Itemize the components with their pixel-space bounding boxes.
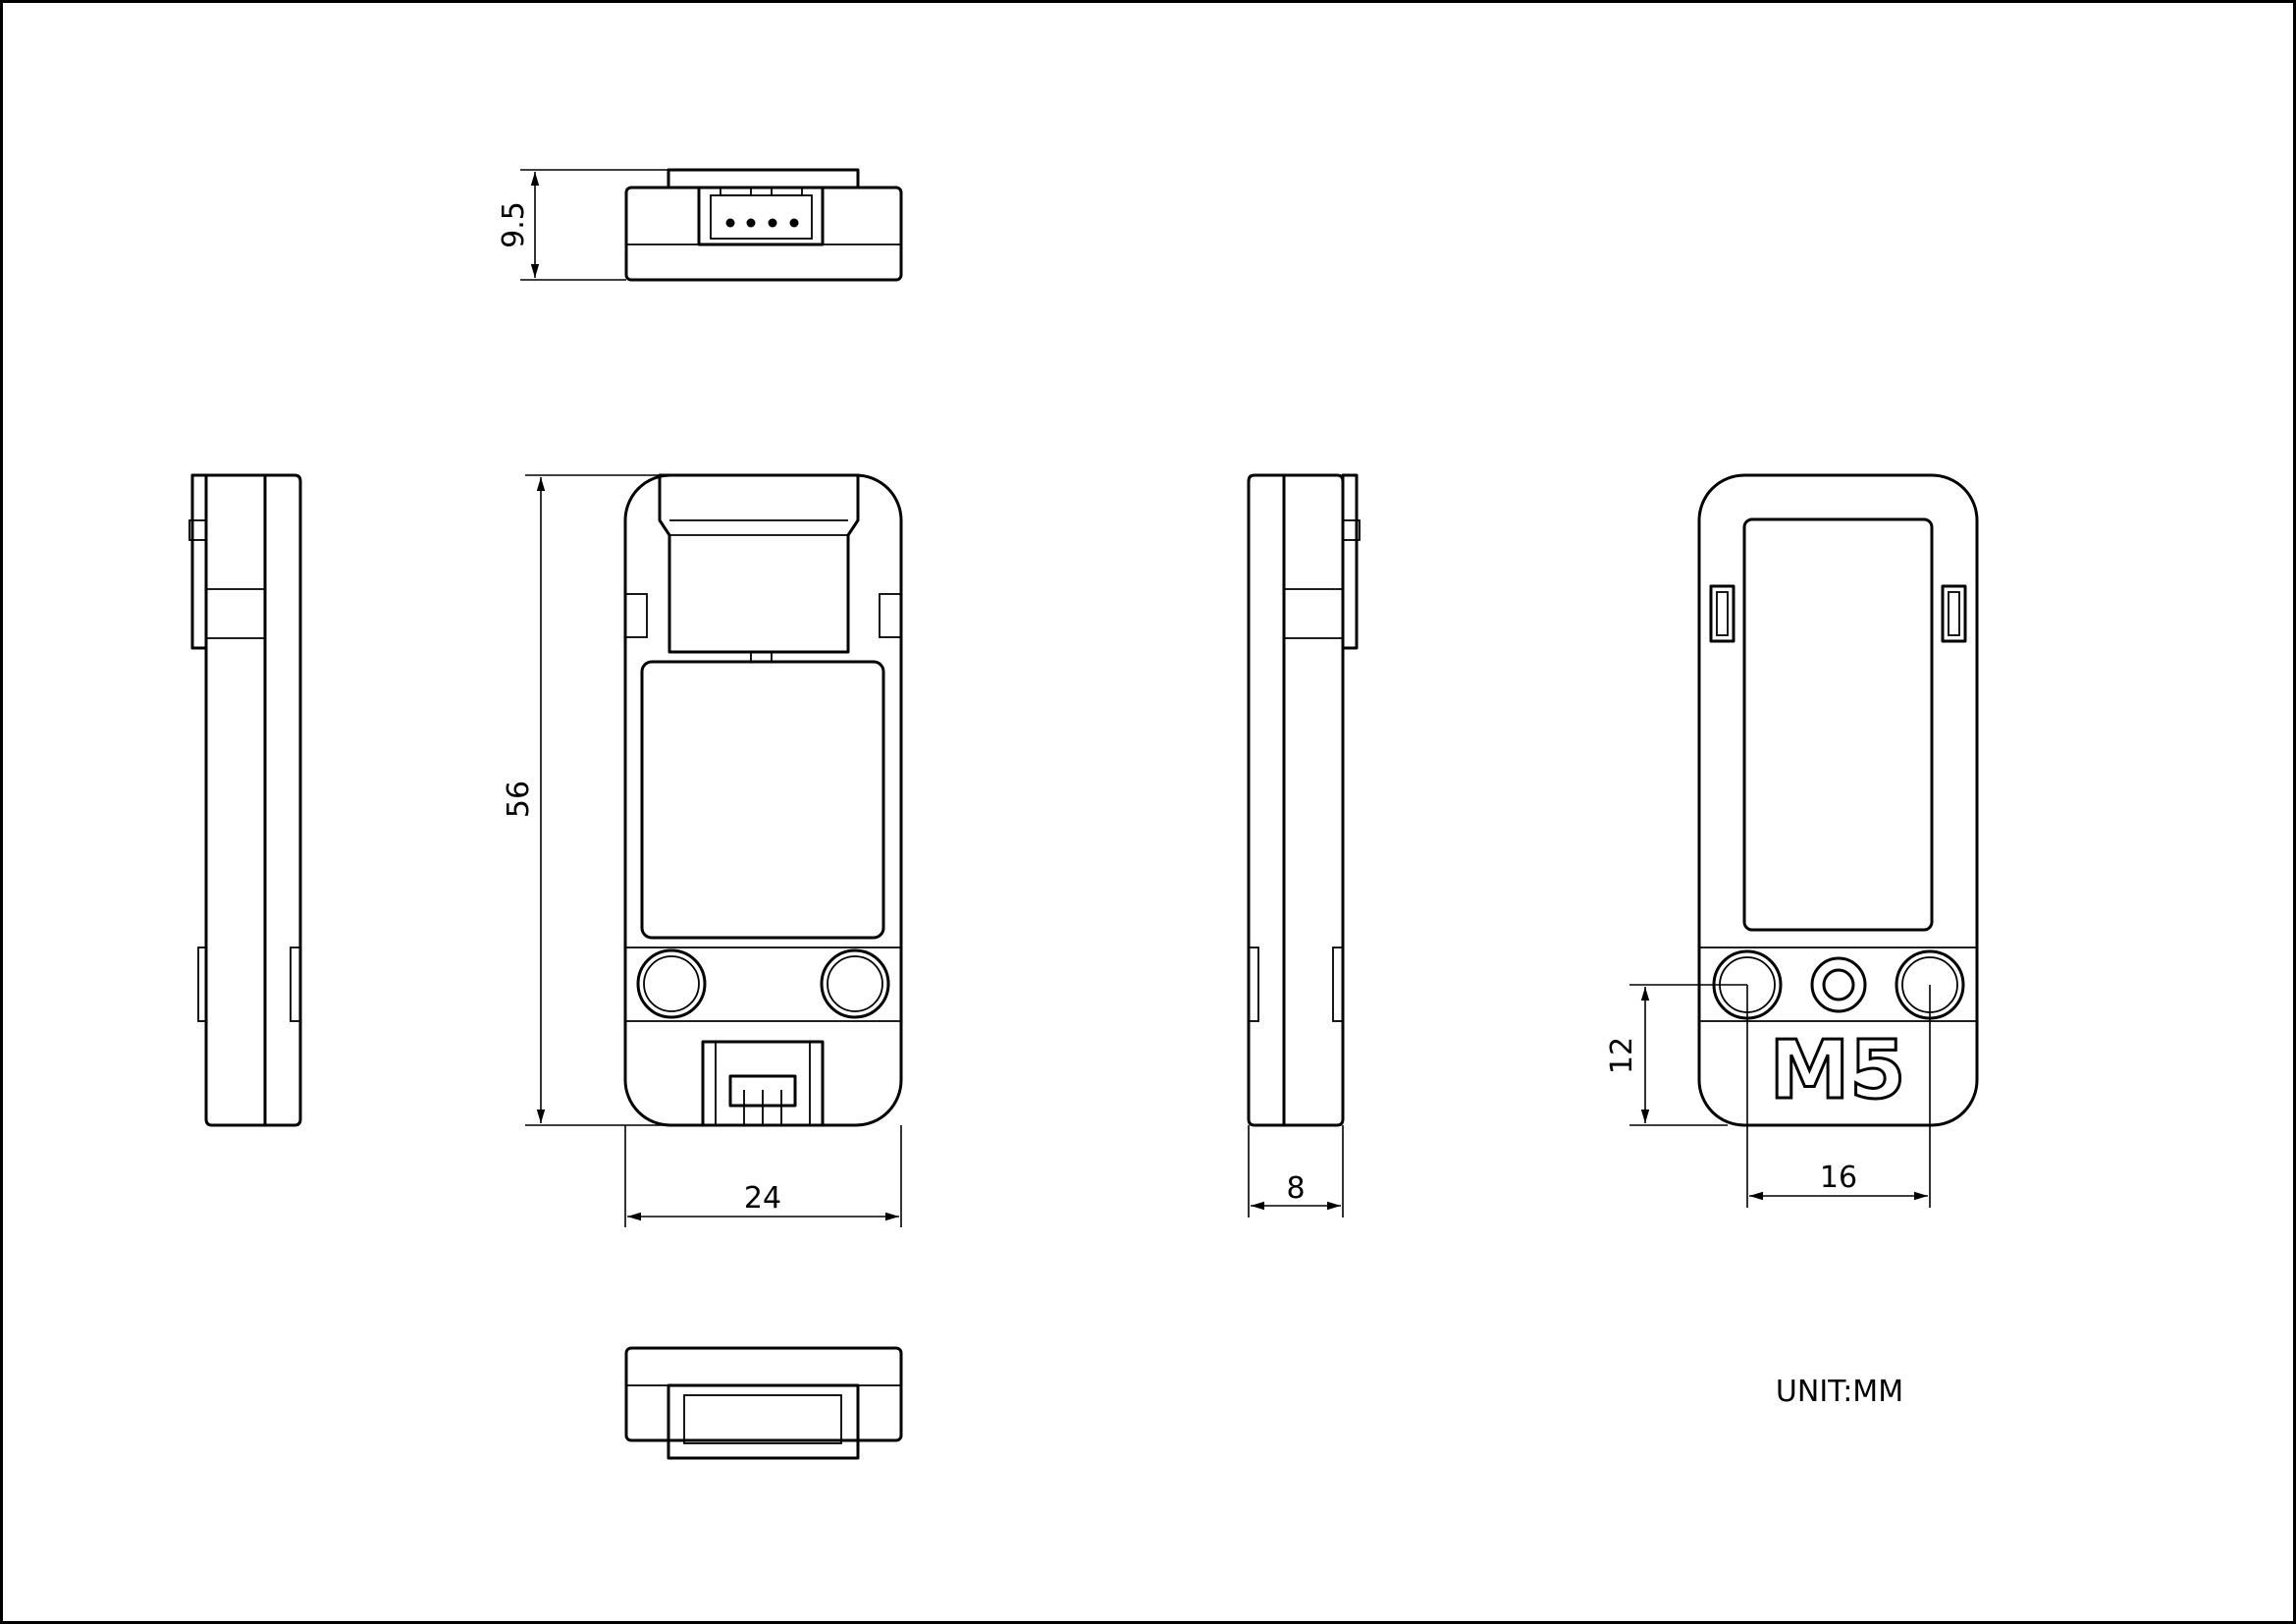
left-side-view [188,473,302,1127]
label-hole-offset: 12 [1605,1037,1639,1074]
label-thickness-side: 8 [1286,1171,1305,1206]
label-hole-spacing: 16 [1820,1161,1857,1195]
dimension-width-front: 24 [624,1125,902,1227]
dimension-height-top: 9.5 [497,169,668,281]
bottom-view [624,1346,903,1460]
front-view [623,473,903,1127]
top-view [624,168,903,282]
label-height-top: 9.5 [497,201,531,248]
dimension-height-front: 56 [502,474,687,1126]
dimension-hole-spacing: 16 [1746,985,1931,1208]
label-height-front: 56 [502,781,536,818]
unit-label: UNIT:MM [1776,1375,1903,1409]
dimension-thickness-side: 8 [1248,1125,1344,1218]
m5-logo: M5 [1770,1024,1906,1117]
right-side-view [1247,473,1361,1127]
dimension-hole-offset: 12 [1605,984,1747,1126]
label-width-front: 24 [744,1181,781,1216]
